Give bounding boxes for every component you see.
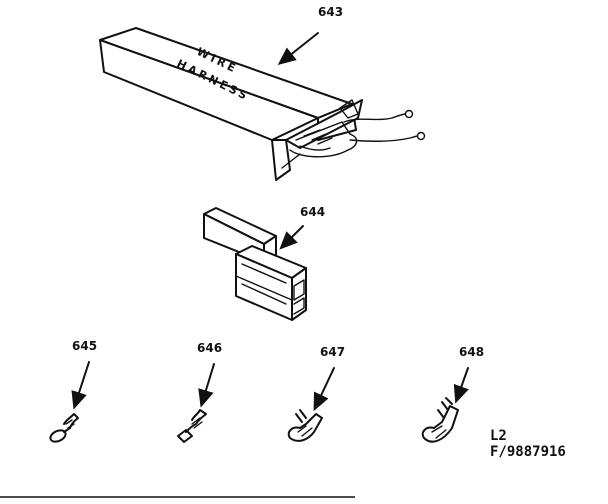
drawing-code-line-1: L2 — [490, 428, 507, 444]
part-label-644: 644 — [300, 205, 325, 219]
pointer-arrow-645 — [71, 361, 90, 410]
female-terminal — [421, 397, 459, 443]
pointer-arrow-647 — [313, 367, 335, 412]
drawing-code-line-2: F/9887916 — [490, 444, 566, 460]
connector-block — [203, 207, 307, 321]
part-label-648: 648 — [459, 345, 484, 359]
hook-terminal — [287, 409, 323, 442]
wire-harness-package: WIRE HARNESS — [99, 27, 426, 181]
pointer-arrow-648 — [453, 367, 469, 404]
part-label-647: 647 — [320, 345, 345, 359]
ring-terminal — [49, 413, 79, 443]
pointer-arrow-644 — [279, 225, 304, 250]
pointer-arrow-643 — [277, 32, 319, 65]
part-label-643: 643 — [318, 5, 343, 19]
part-label-645: 645 — [72, 339, 97, 353]
part-label-646: 646 — [197, 341, 222, 355]
spade-terminal — [177, 409, 207, 443]
pointer-arrow-646 — [198, 363, 215, 408]
